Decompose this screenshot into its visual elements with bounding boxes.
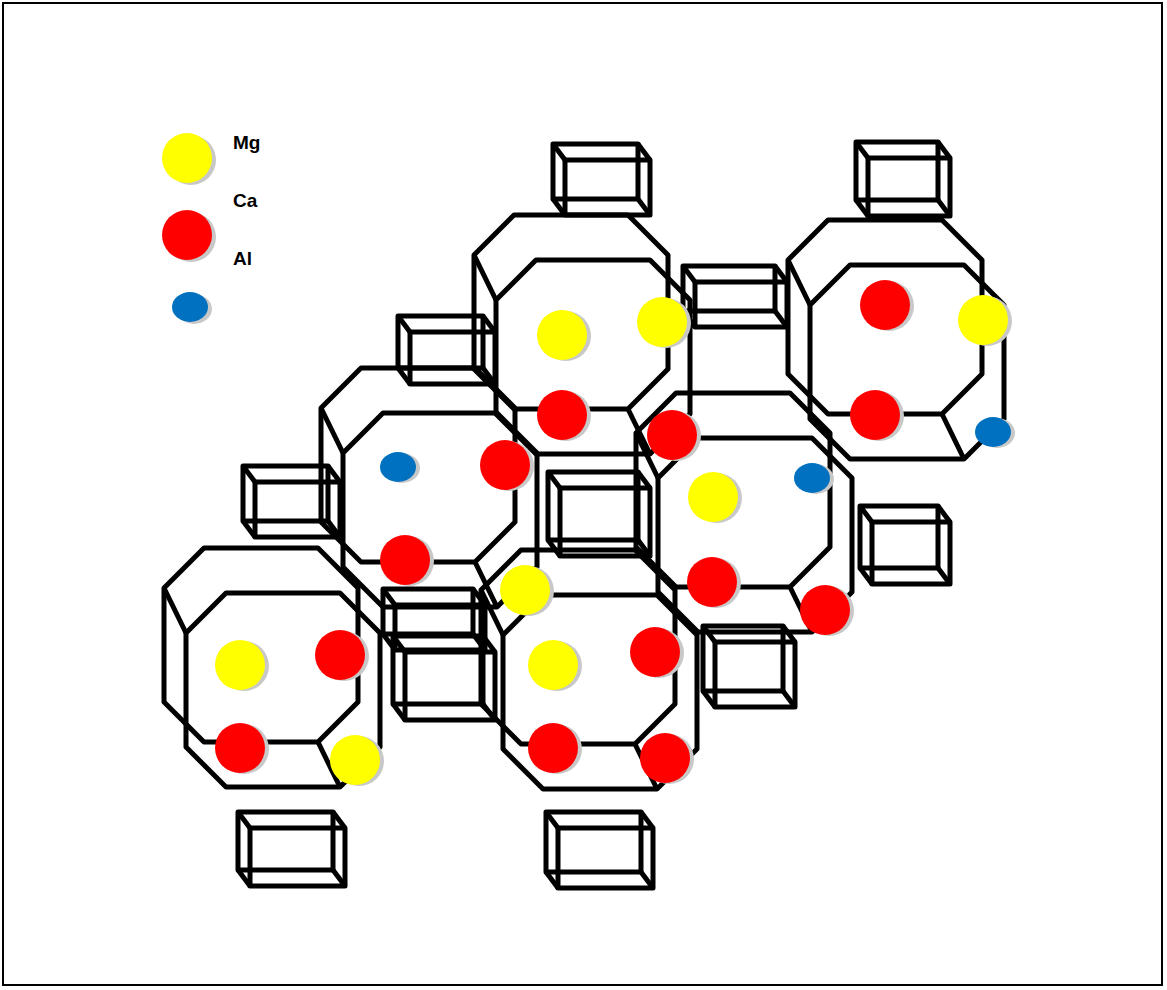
mg-ion	[330, 735, 380, 785]
cube-edge	[856, 142, 950, 216]
cube-front	[695, 282, 787, 327]
cage-edge	[788, 260, 964, 459]
cube-front	[558, 828, 653, 888]
mg-ion	[958, 295, 1008, 345]
cage-front-octagon	[810, 265, 1004, 459]
mg-ion	[215, 640, 265, 690]
al-ion	[794, 463, 830, 493]
ca-ion	[215, 723, 265, 773]
cube-front	[715, 642, 795, 707]
cage-back-octagon	[474, 215, 668, 409]
ca-ion	[647, 410, 697, 460]
legend-swatch	[172, 292, 208, 322]
cube-front	[872, 522, 950, 584]
al-ion	[975, 417, 1011, 447]
mg-ion	[637, 297, 687, 347]
legend-swatch	[162, 133, 212, 183]
ca-ion	[860, 280, 910, 330]
ca-ion	[315, 630, 365, 680]
cage-front-octagon	[503, 595, 697, 789]
mg-ion	[528, 640, 578, 690]
ca-ion	[537, 390, 587, 440]
cube-front	[868, 158, 950, 216]
legend-label: Ca	[233, 190, 257, 212]
cage-edge	[321, 408, 497, 607]
ca-ion	[640, 733, 690, 783]
cube-front	[250, 828, 345, 886]
ca-ion	[528, 723, 578, 773]
mg-ion	[500, 565, 550, 615]
cube-edge	[703, 626, 795, 707]
cage-edge	[474, 255, 650, 454]
ca-ion	[630, 627, 680, 677]
cube-edge	[683, 266, 787, 327]
cage-back-octagon	[636, 393, 830, 587]
cage-edge	[481, 590, 657, 789]
cage-front-octagon	[186, 593, 380, 787]
al-ion	[380, 452, 416, 482]
cube-edge	[383, 589, 485, 650]
legend-label: Mg	[233, 132, 260, 154]
mg-ion	[688, 472, 738, 522]
ca-ion	[687, 557, 737, 607]
ca-ion	[380, 535, 430, 585]
cube-edge	[860, 506, 950, 584]
ca-ion	[850, 390, 900, 440]
mg-ion	[537, 310, 587, 360]
legend-swatch	[162, 210, 212, 260]
cube-front	[565, 160, 650, 215]
cube-edge	[546, 812, 653, 888]
ca-ion	[480, 440, 530, 490]
ca-ion	[800, 585, 850, 635]
cube-front	[395, 605, 485, 650]
cube-edge	[238, 812, 345, 886]
cage-back-octagon	[788, 220, 982, 414]
cage-edge	[164, 588, 340, 787]
cube-edge	[553, 144, 650, 215]
legend-label: Al	[233, 248, 252, 270]
